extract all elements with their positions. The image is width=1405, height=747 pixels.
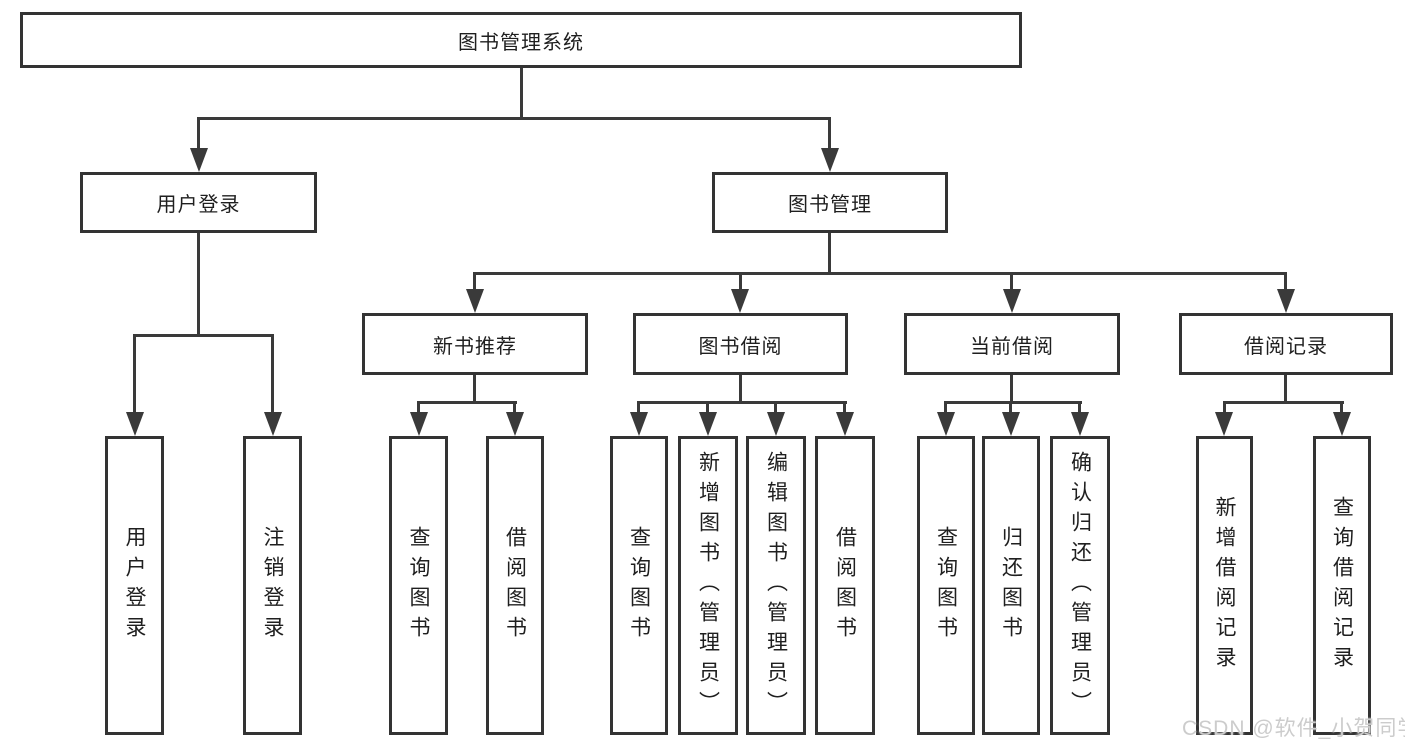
leaf-user-login-label: 用户登录 [123, 525, 146, 646]
leaf-confirm-return-admin: 确认归还（管理员） [1050, 436, 1110, 735]
leaf-query-books-current: 查询图书 [917, 436, 975, 735]
connector-line [1010, 272, 1013, 292]
connector-line [637, 401, 847, 404]
node-new-book-recommend-label: 新书推荐 [433, 335, 517, 358]
connector-line [1078, 401, 1081, 415]
node-user-login-label: 用户登录 [156, 194, 241, 216]
leaf-query-books-borrow: 查询图书 [610, 436, 668, 735]
arrowhead [506, 412, 524, 436]
connector-line [133, 334, 136, 414]
connector-line [473, 272, 1287, 275]
connector-line [774, 401, 777, 415]
node-book-management: 图书管理 [712, 172, 948, 233]
arrowhead [410, 412, 428, 436]
leaf-edit-book-admin-label: 编辑图书（管理员） [764, 450, 788, 721]
leaf-return-book-label: 归还图书 [999, 525, 1023, 646]
arrowhead [264, 412, 282, 436]
leaf-user-login: 用户登录 [105, 436, 164, 735]
arrowhead [731, 289, 749, 313]
connector-line [520, 68, 523, 118]
leaf-add-book-admin: 新增图书（管理员） [678, 436, 738, 735]
leaf-borrow-books-borrow: 借阅图书 [815, 436, 875, 735]
connector-line [513, 401, 516, 415]
node-borrow-records: 借阅记录 [1179, 313, 1393, 375]
node-borrow-records-label: 借阅记录 [1244, 335, 1328, 358]
arrowhead [1333, 412, 1351, 436]
connector-line [1223, 401, 1226, 415]
arrowhead [466, 289, 484, 313]
connector-line [1009, 401, 1012, 415]
connector-line [417, 401, 517, 404]
leaf-return-book: 归还图书 [982, 436, 1040, 735]
connector-line [473, 375, 476, 403]
node-book-borrow: 图书借阅 [633, 313, 848, 375]
node-current-borrow: 当前借阅 [904, 313, 1120, 375]
connector-line [473, 272, 476, 292]
leaf-confirm-return-admin-label: 确认归还（管理员） [1068, 450, 1092, 721]
node-book-borrow-label: 图书借阅 [698, 335, 783, 358]
connector-line [706, 401, 709, 415]
arrowhead [1215, 412, 1233, 436]
leaf-query-books-borrow-label: 查询图书 [627, 525, 651, 646]
arrowhead [821, 148, 839, 172]
leaf-edit-book-admin: 编辑图书（管理员） [746, 436, 806, 735]
connector-line [944, 401, 1082, 404]
connector-line [133, 334, 274, 337]
node-root-label: 图书管理系统 [458, 31, 584, 54]
leaf-borrow-books-recommend: 借阅图书 [486, 436, 544, 735]
leaf-query-books-recommend-label: 查询图书 [407, 525, 430, 646]
arrowhead [1003, 289, 1021, 313]
arrowhead [767, 412, 785, 436]
connector-line [197, 117, 200, 151]
leaf-query-books-current-label: 查询图书 [934, 525, 958, 646]
leaf-query-books-recommend: 查询图书 [389, 436, 448, 735]
arrowhead [126, 412, 144, 436]
arrowhead [836, 412, 854, 436]
arrowhead [630, 412, 648, 436]
arrowhead [699, 412, 717, 436]
connector-line [1284, 272, 1287, 292]
connector-line [828, 233, 831, 274]
connector-line [1340, 401, 1343, 415]
arrowhead [1277, 289, 1295, 313]
connector-line [1223, 401, 1344, 404]
node-root: 图书管理系统 [20, 12, 1022, 68]
leaf-add-borrow-record-label: 新增借阅记录 [1213, 495, 1236, 676]
leaf-query-borrow-record: 查询借阅记录 [1313, 436, 1371, 735]
connector-line [843, 401, 846, 415]
node-new-book-recommend: 新书推荐 [362, 313, 588, 375]
csdn-watermark: CSDN @软件_小贺同学 [1182, 717, 1405, 740]
node-current-borrow-label: 当前借阅 [970, 335, 1054, 358]
connector-line [197, 233, 200, 336]
connector-line [944, 401, 947, 415]
leaf-add-borrow-record: 新增借阅记录 [1196, 436, 1253, 735]
connector-line [739, 272, 742, 292]
connector-line [417, 401, 420, 415]
arrowhead [937, 412, 955, 436]
arrowhead [1002, 412, 1020, 436]
node-user-login: 用户登录 [80, 172, 317, 233]
leaf-borrow-books-borrow-label: 借阅图书 [833, 525, 857, 646]
leaf-borrow-books-recommend-label: 借阅图书 [503, 525, 527, 646]
connector-line [1284, 375, 1287, 403]
arrowhead [190, 148, 208, 172]
leaf-logout-label: 注销登录 [261, 525, 284, 646]
arrowhead [1071, 412, 1089, 436]
connector-line [271, 334, 274, 414]
node-book-management-label: 图书管理 [788, 194, 872, 216]
connector-line [739, 375, 742, 403]
connector-line [828, 117, 831, 151]
leaf-logout: 注销登录 [243, 436, 302, 735]
connector-line [197, 117, 831, 120]
connector-line [1010, 375, 1013, 403]
connector-line [637, 401, 640, 415]
leaf-add-book-admin-label: 新增图书（管理员） [696, 450, 720, 721]
leaf-query-borrow-record-label: 查询借阅记录 [1330, 495, 1354, 676]
